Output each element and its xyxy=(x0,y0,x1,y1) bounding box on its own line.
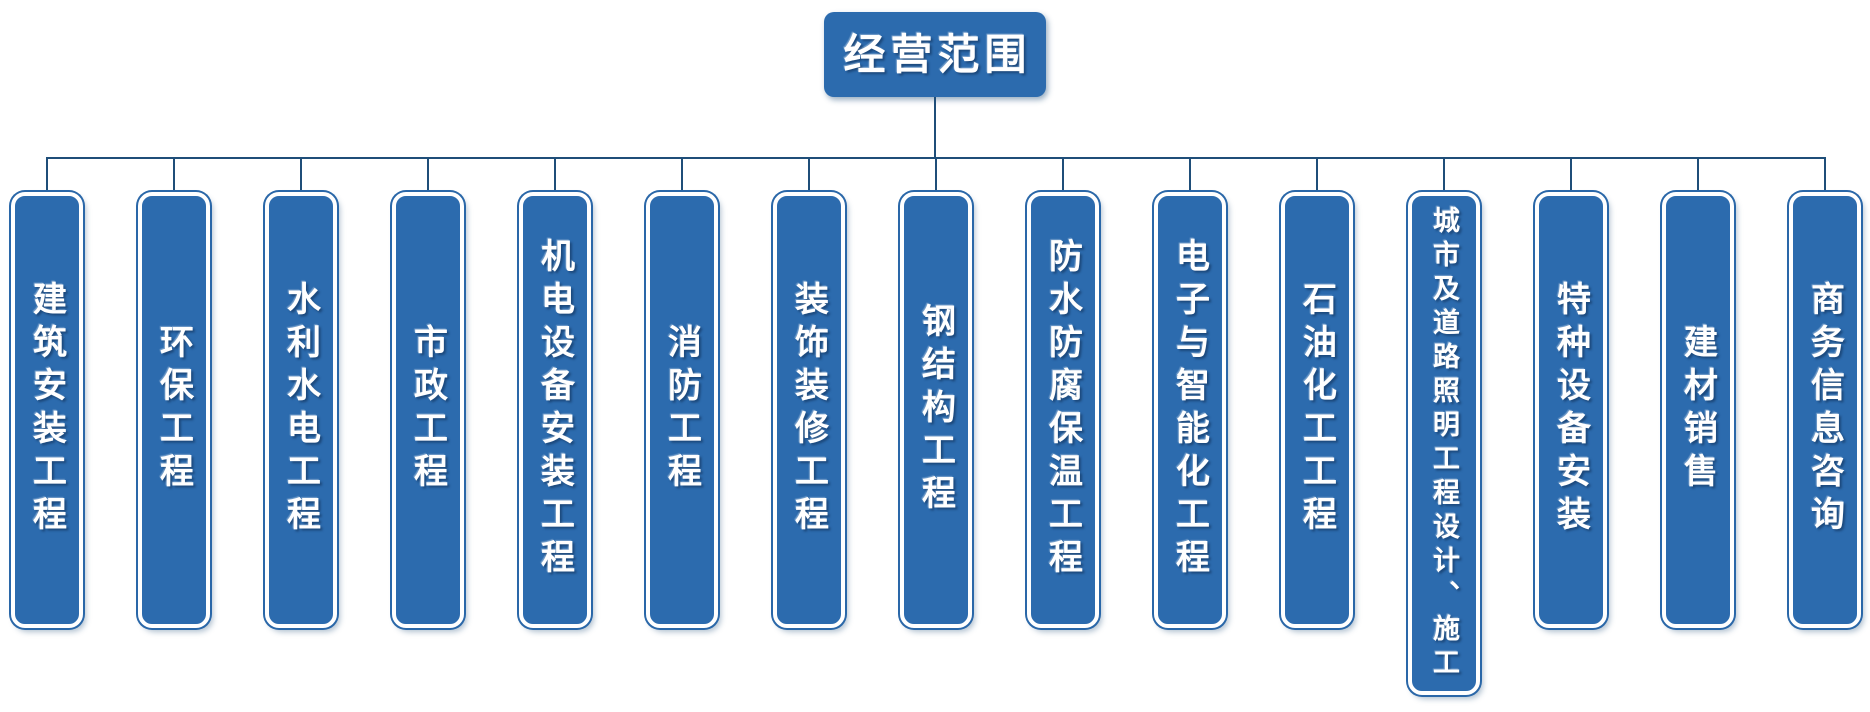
branch-node: 机电设备安装工程 xyxy=(518,192,591,628)
connector-branch-stub xyxy=(807,158,810,192)
root-node-label: 经营范围 xyxy=(843,30,1032,78)
connector-root-drop xyxy=(934,97,936,158)
branch-label: 钢结构工程 xyxy=(916,302,955,518)
connector-branch-stub xyxy=(680,158,683,192)
connector-branch-stub xyxy=(1315,158,1318,192)
connector-branch-stub xyxy=(1188,158,1191,192)
branch-node: 电子与智能化工程 xyxy=(1153,192,1226,628)
branch-label: 水利水电工程 xyxy=(281,281,320,539)
branch-node: 防水防腐保温工程 xyxy=(1026,192,1099,628)
branch-node: 消防工程 xyxy=(645,192,718,628)
branch-label: 装饰装修工程 xyxy=(789,281,828,539)
branch-label: 建材销售 xyxy=(1678,324,1717,496)
branch-label: 环保工程 xyxy=(154,324,193,496)
branch-node: 特种设备安装 xyxy=(1534,192,1607,628)
branch-label: 建筑安装工程 xyxy=(27,281,66,539)
root-node: 经营范围 xyxy=(824,12,1046,97)
connector-branch-stub xyxy=(1442,158,1445,192)
branch-node: 商务信息咨询 xyxy=(1788,192,1861,628)
branch-node: 钢结构工程 xyxy=(899,192,972,628)
branch-node: 装饰装修工程 xyxy=(772,192,845,628)
connector-branch-stub xyxy=(934,158,937,192)
connector-branch-stub xyxy=(1696,158,1699,192)
branch-label: 消防工程 xyxy=(662,324,701,496)
branch-label: 石油化工工程 xyxy=(1297,281,1336,539)
branch-label: 防水防腐保温工程 xyxy=(1043,238,1082,582)
branch-node: 水利水电工程 xyxy=(264,192,337,628)
connector-branch-stub xyxy=(172,158,175,192)
branch-label: 商务信息咨询 xyxy=(1805,281,1844,539)
branch-node: 石油化工工程 xyxy=(1280,192,1353,628)
connector-branch-stub xyxy=(299,158,302,192)
branch-label: 市政工程 xyxy=(408,324,447,496)
branch-node: 城市及道路照明工程设计、施工 xyxy=(1407,192,1480,695)
branch-label: 机电设备安装工程 xyxy=(535,238,574,582)
connector-branch-stub xyxy=(553,158,556,192)
branch-label: 电子与智能化工程 xyxy=(1170,238,1209,582)
branch-label: 特种设备安装 xyxy=(1551,281,1590,539)
branch-node: 建材销售 xyxy=(1661,192,1734,628)
connector-branch-stub xyxy=(1823,158,1826,192)
branch-node: 建筑安装工程 xyxy=(10,192,83,628)
branch-node: 环保工程 xyxy=(137,192,210,628)
connector-branch-stub xyxy=(1061,158,1064,192)
connector-branch-stub xyxy=(1569,158,1572,192)
connector-branch-stub xyxy=(45,158,48,192)
connector-branch-stub xyxy=(426,158,429,192)
branch-label: 城市及道路照明工程设计、施工 xyxy=(1429,205,1459,682)
branch-node: 市政工程 xyxy=(391,192,464,628)
